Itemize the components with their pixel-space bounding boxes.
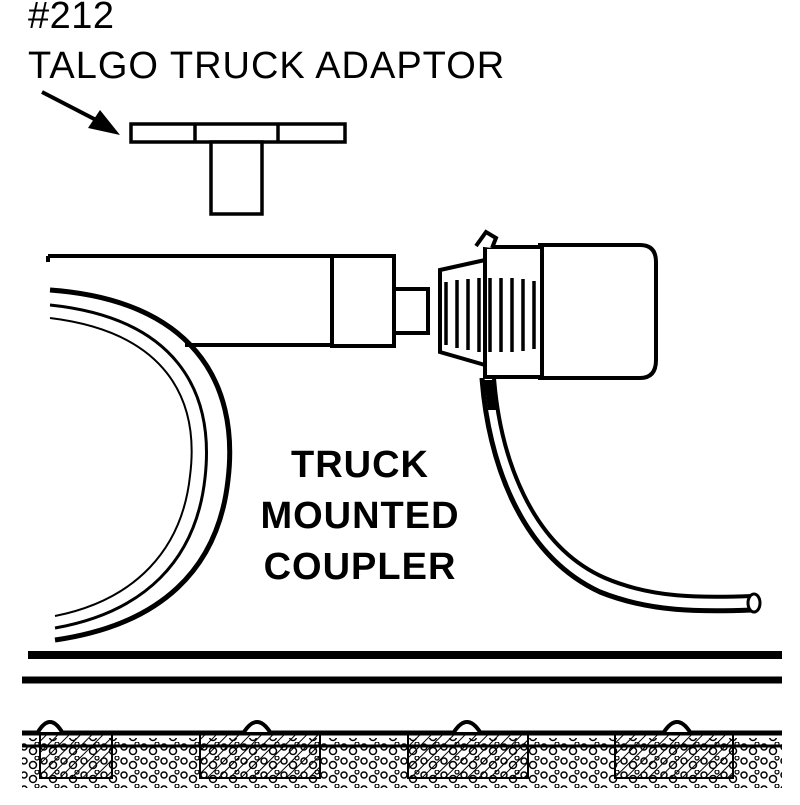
coupler-head (438, 229, 658, 380)
main-label-line-3: COUPLER (263, 546, 457, 588)
part-name-label: TALGO TRUCK ADAPTOR (28, 45, 506, 87)
rails (22, 651, 782, 684)
talgo-adaptor-part (129, 122, 347, 216)
pointer-arrow (41, 90, 120, 135)
part-number-label: #212 (28, 0, 115, 37)
trip-pin (479, 377, 762, 614)
main-label-line-2: MOUNTED (260, 495, 460, 537)
truck-mounted-coupler-label: TRUCK MOUNTED COUPLER (230, 440, 490, 593)
track-bed (22, 720, 782, 788)
main-label-line-1: TRUCK (291, 444, 429, 486)
wheel-arc (49, 287, 233, 643)
truck-frame (46, 254, 430, 348)
